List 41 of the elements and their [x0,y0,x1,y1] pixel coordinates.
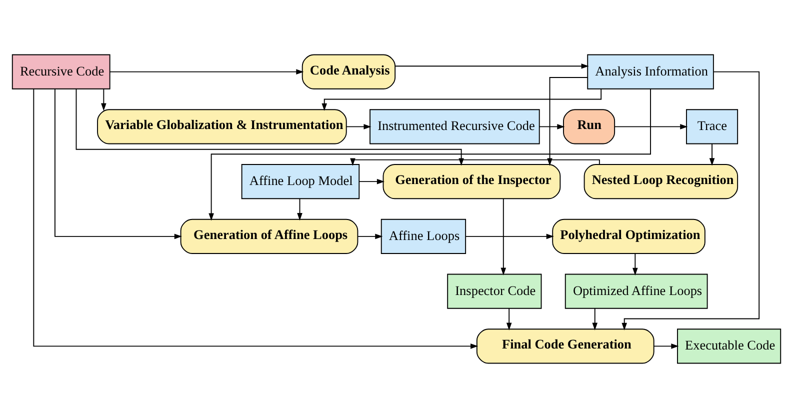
node-box: Recursive Code [12,54,110,89]
node-box: Inspector Code [447,273,542,308]
arrow [500,198,506,275]
node-box: Generation of Affine Loops [180,218,358,254]
node-box: Analysis Information [587,54,714,89]
arrow [632,252,638,275]
arrow [547,76,588,166]
arrow [358,178,385,184]
node-box: Affine Loop Model [241,164,360,199]
arrow [346,124,372,129]
arrow [208,88,651,220]
node-box: Trace [686,108,738,144]
node-box: Optimized Affine Loops [564,273,708,308]
node-box: Variable Globalization & Instrumentation [97,108,347,144]
arrow [465,233,554,239]
arrow [653,343,679,348]
arrow [592,307,598,330]
arrow [76,88,464,166]
arrow [109,68,304,74]
arrow [709,142,715,166]
node-box: Instrumented Recursive Code [370,108,540,144]
node-box: Run [563,108,616,144]
arrow [350,158,600,166]
node-box: Code Analysis [302,54,396,89]
node-box: Final Code Generation [476,328,654,364]
node-box: Nested Loop Recognition [584,164,738,199]
node-box: Polyhedral Optimization [552,218,706,254]
node-box: Generation of the Inspector [382,164,561,199]
arrow [538,124,565,129]
arrow [297,198,302,220]
node-box: Executable Code [677,328,782,364]
arrow [101,88,106,110]
arrow [394,62,589,68]
arrow [614,124,688,129]
arrow [33,88,478,348]
arrow [54,88,182,239]
arrow [506,307,512,330]
arrow [622,70,760,330]
arrow [358,233,383,239]
node-box: Affine Loops [380,218,466,254]
arrow [322,88,602,110]
